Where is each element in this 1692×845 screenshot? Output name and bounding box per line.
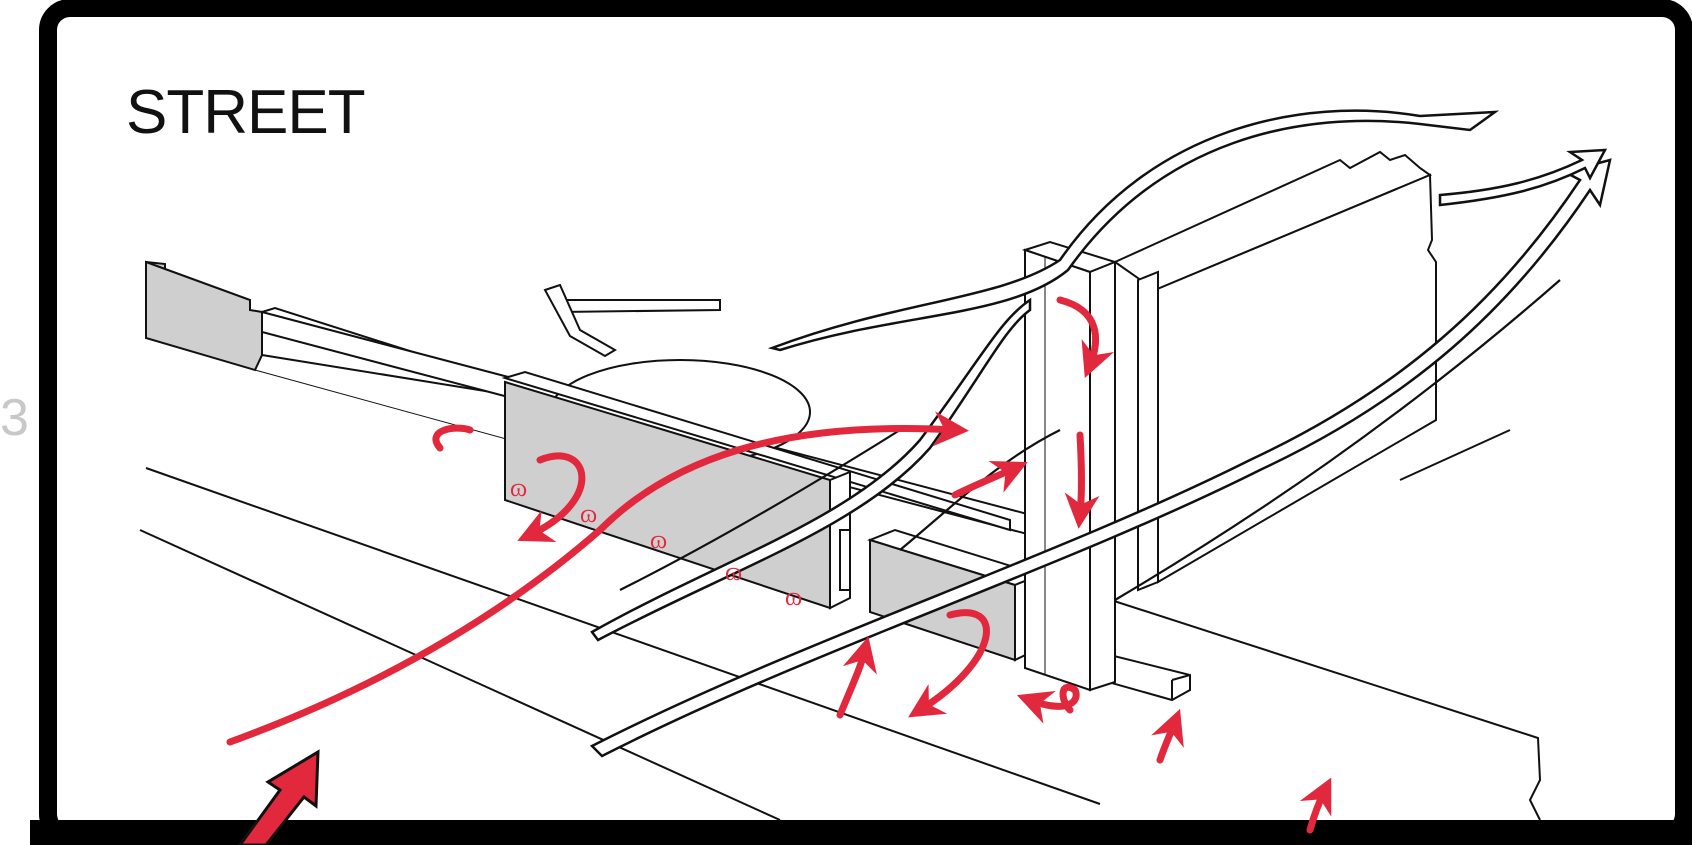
- edge-mark: 3: [0, 389, 29, 447]
- tall-pillar: [1021, 240, 1119, 692]
- frame-bottom-bar: [30, 820, 1692, 845]
- street-label: STREET: [126, 78, 366, 147]
- svg-text:ɷ: ɷ: [510, 473, 527, 502]
- svg-text:ɷ: ɷ: [725, 557, 742, 586]
- street-ground-lines: [139, 429, 1542, 821]
- black-wind-arrows: [589, 109, 1612, 758]
- svg-text:ɷ: ɷ: [650, 525, 667, 554]
- svg-text:ɷ: ɷ: [785, 582, 802, 611]
- red-big-arrow-icon: [238, 749, 320, 845]
- red-airflow-arrows: [226, 296, 1332, 834]
- svg-text:ɷ: ɷ: [580, 499, 597, 528]
- left-back-block: [145, 260, 511, 441]
- building-block: [1112, 150, 1437, 592]
- red-ripples: ɷ ɷ ɷ ɷ ɷ: [510, 473, 802, 611]
